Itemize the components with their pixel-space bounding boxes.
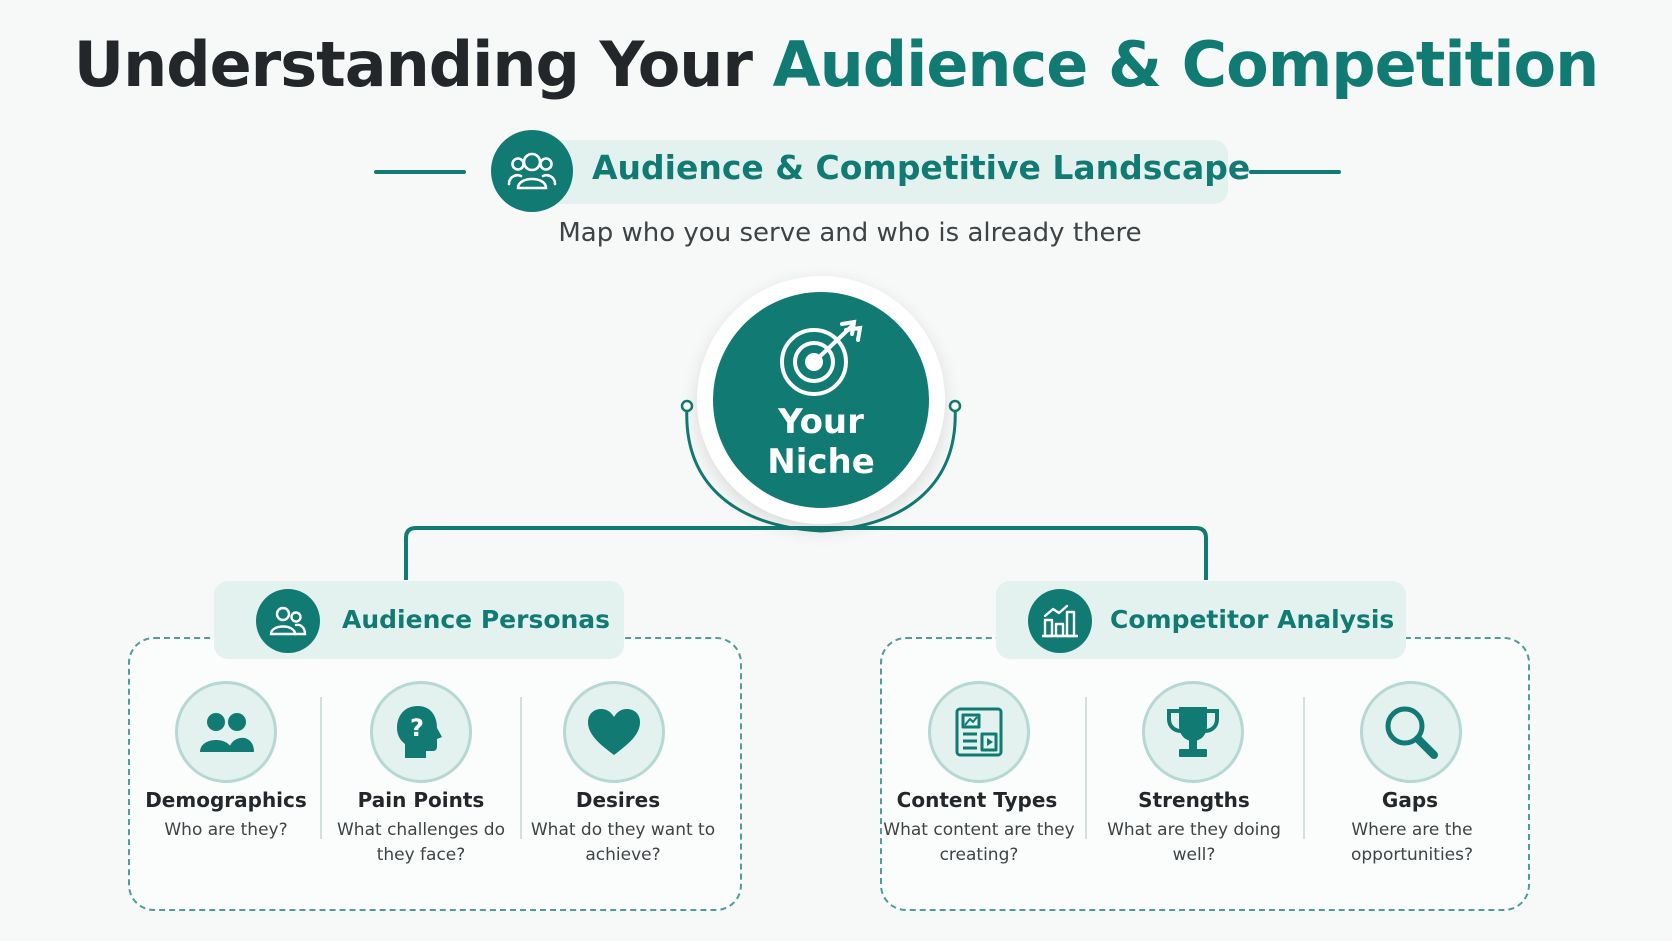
audience-personas-title: Audience Personas	[342, 605, 611, 634]
trophy-icon	[1142, 681, 1244, 783]
tagline: Map who you serve and who is already the…	[558, 218, 1142, 248]
separator	[1303, 697, 1305, 839]
heart-icon	[563, 681, 665, 783]
item-demographics-name: Demographics	[145, 788, 307, 812]
item-content-types-desc: What content are they creating?	[883, 820, 1075, 865]
hub-label: Your Niche	[767, 402, 875, 482]
title-part2: Audience & Competition	[772, 28, 1600, 101]
subheader-pill	[510, 140, 1228, 204]
title-part1: Understanding Your	[73, 28, 753, 101]
separator	[320, 697, 322, 839]
hub-line1: Your	[778, 402, 864, 442]
separator	[520, 697, 522, 839]
separator	[1085, 697, 1087, 839]
niche-hub: Your Niche	[713, 292, 929, 508]
item-pain-points-desc: What challenges do they face?	[337, 820, 505, 865]
item-desires-name: Desires	[575, 788, 661, 812]
page-title: Understanding Your Audience & Competitio…	[0, 28, 1672, 101]
svg-text:?: ?	[410, 714, 424, 742]
item-gaps-desc: Where are the opportunities?	[1350, 820, 1474, 865]
subheader-line-right	[1249, 170, 1341, 174]
people-icon	[491, 130, 573, 212]
bar-chart-icon	[1028, 589, 1092, 653]
item-gaps-name: Gaps	[1381, 788, 1439, 812]
subheader-line-left	[374, 170, 466, 174]
item-strengths-desc: What are they doing well?	[1107, 820, 1281, 865]
item-pain-points-name: Pain Points	[357, 788, 485, 812]
subheader-title: Audience & Competitive Landscape	[592, 148, 1251, 187]
question-head-icon: ?	[370, 681, 472, 783]
group-icon	[175, 681, 277, 783]
item-demographics-desc: Who are they?	[164, 820, 288, 840]
users-icon	[256, 589, 320, 653]
hub-line2: Niche	[767, 442, 875, 482]
content-layout-icon	[928, 681, 1030, 783]
magnifier-icon	[1360, 681, 1462, 783]
item-desires-desc: What do they want to achieve?	[530, 820, 716, 865]
competitor-analysis-title: Competitor Analysis	[1110, 605, 1395, 634]
item-strengths-name: Strengths	[1138, 788, 1250, 812]
item-content-types-name: Content Types	[896, 788, 1058, 812]
target-arrow-icon	[780, 319, 863, 396]
